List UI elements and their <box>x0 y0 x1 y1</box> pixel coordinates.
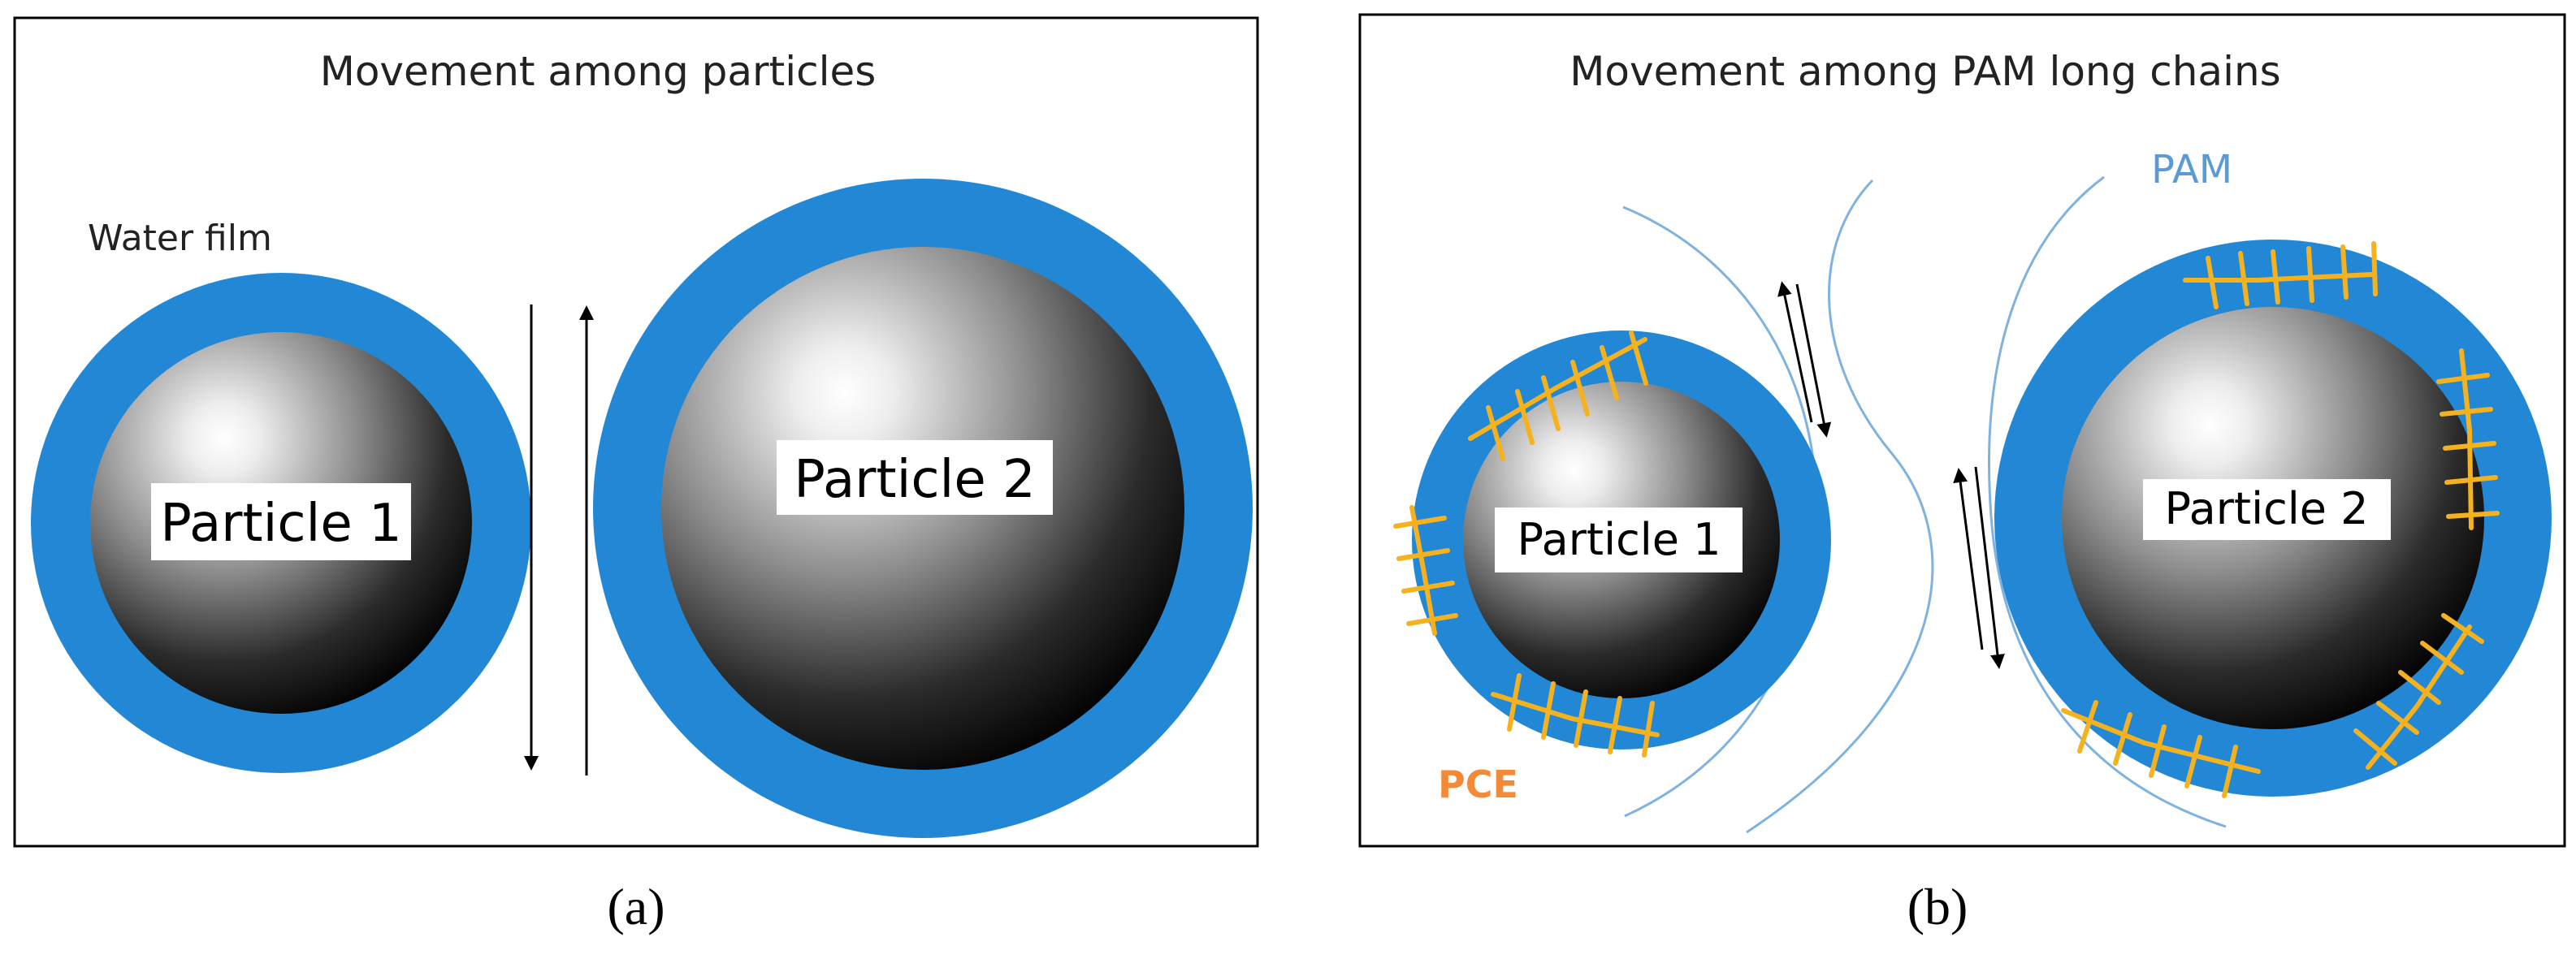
panel-b: Movement among PAM long chains PAM Parti… <box>1358 13 2566 848</box>
particle-label-box <box>777 440 1053 515</box>
particle-2: Particle 2 <box>593 179 1253 838</box>
pce-chain <box>2353 613 2484 770</box>
particle-2-label: Particle 2 <box>2164 483 2368 534</box>
particle-label-box <box>2143 479 2391 540</box>
up-arrow <box>1777 281 1813 423</box>
pce-label: PCE <box>1438 762 1518 806</box>
caption-a: (a) <box>607 878 665 935</box>
particle-label-box <box>151 483 411 560</box>
pce-chain <box>2183 241 2378 309</box>
up-arrow <box>1953 468 1984 650</box>
particle-1-b: Particle 1 <box>1412 330 1831 749</box>
particle-1: Particle 1 <box>31 273 531 773</box>
particle-2-label: Particle 2 <box>794 450 1036 510</box>
pam-chain <box>1988 175 2227 828</box>
pce-chain <box>2436 348 2500 530</box>
pce-chain <box>1491 673 1660 758</box>
pce-chains <box>1393 241 2500 798</box>
particle-label-box <box>1495 508 1743 572</box>
pam-chain <box>1746 179 1934 834</box>
particle-1-label: Particle 1 <box>160 494 402 554</box>
water-film-label: Water film <box>88 218 272 259</box>
panel-a-title: Movement among particles <box>320 48 877 95</box>
caption-b: (b) <box>1907 878 1968 935</box>
panel-b-title: Movement among PAM long chains <box>1569 48 2280 95</box>
movement-arrows <box>1777 281 2005 669</box>
pce-chain <box>1468 330 1648 461</box>
down-arrow <box>1974 466 2005 669</box>
pce-chain <box>1393 505 1458 636</box>
panel-a: Movement among particles Water film Part… <box>13 16 1259 848</box>
pce-chain <box>2061 700 2261 798</box>
down-arrow <box>1795 283 1832 438</box>
pam-label: PAM <box>2151 147 2232 192</box>
particle-1-label: Particle 1 <box>1517 514 1721 565</box>
particle-2-b: Particle 2 <box>1994 240 2552 797</box>
